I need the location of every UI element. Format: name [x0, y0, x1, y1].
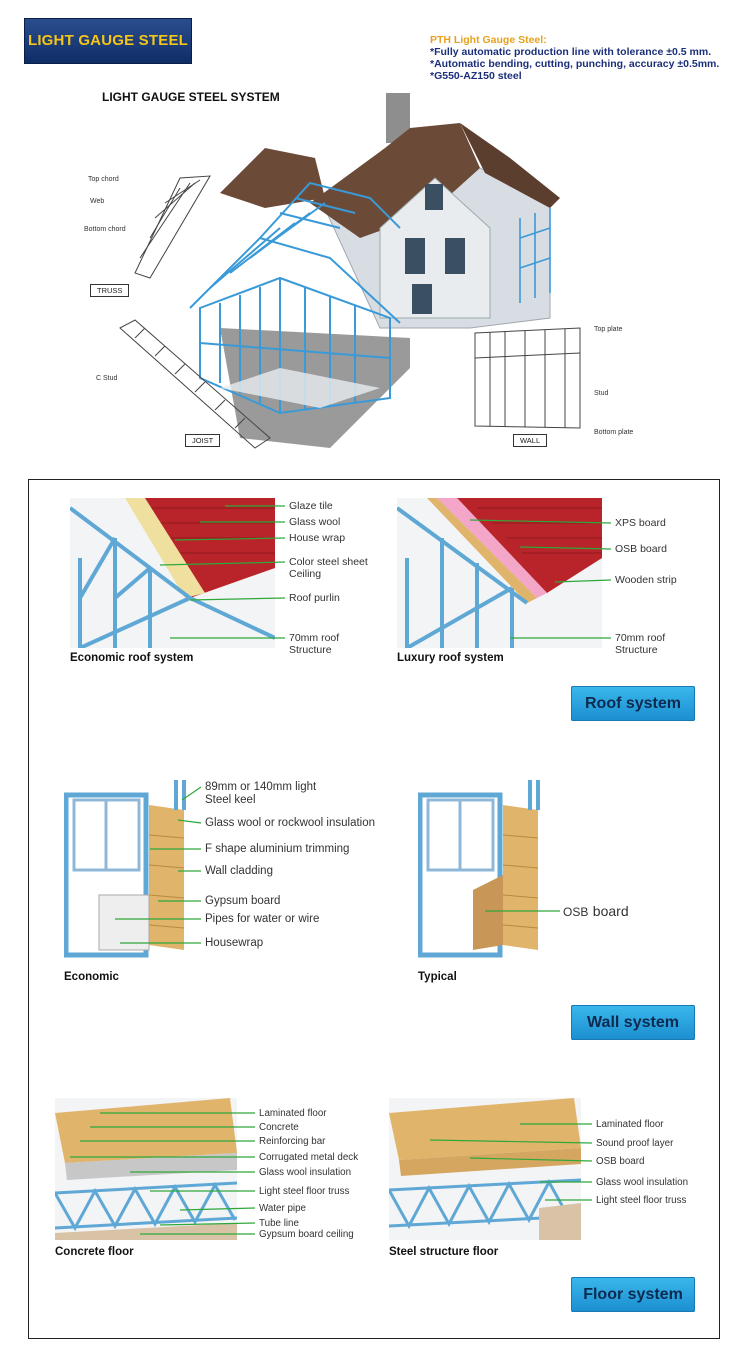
floor-label: Corrugated metal deck [259, 1152, 359, 1163]
roof-label: OSB board [615, 543, 667, 555]
floor-label: Glass wool insulation [259, 1167, 352, 1178]
callout-top-plate: Top plate [594, 326, 623, 333]
window [445, 238, 465, 274]
wall-label: WALL [513, 434, 548, 447]
osb-suffix: board [592, 903, 629, 919]
osb-prefix: OSB [563, 905, 589, 919]
floor-label: OSB board [596, 1156, 645, 1167]
steel-floor-caption: Steel structure floor [389, 1246, 499, 1258]
economic-roof-caption: Economic roof system [70, 652, 194, 664]
wall-sketch [474, 327, 581, 429]
specs-title: PTH Light Gauge Steel: [430, 34, 547, 46]
economic-wall-caption: Economic [64, 971, 119, 983]
floor-label: Glass wool insulation [596, 1177, 689, 1188]
floor-label: Sound proof layer [596, 1138, 674, 1149]
concrete-floor-image [55, 1098, 237, 1240]
roof-label: Structure [289, 644, 332, 656]
steel-frame-right [519, 208, 551, 303]
economic-wall-image [64, 780, 189, 965]
roof-label: Color steel sheet [289, 556, 368, 568]
spec-line: *Fully automatic production line with to… [430, 46, 712, 58]
floor-label: Laminated floor [259, 1108, 327, 1119]
roof-label: Glaze tile [289, 500, 333, 512]
osb-board-label: OSB board [563, 903, 629, 921]
callout-web: Web [90, 198, 105, 205]
roof-label: House wrap [289, 532, 346, 544]
spec-line: *G550-AZ150 steel [430, 70, 522, 82]
wall-label: Steel keel [205, 794, 256, 806]
window [405, 238, 425, 274]
systems-panel [28, 479, 720, 1339]
callout-c-stud: C Stud [96, 375, 118, 382]
floor-label: Light steel floor truss [596, 1195, 687, 1206]
roof-system-button[interactable]: Roof system [571, 686, 695, 721]
wall-label: Pipes for water or wire [205, 913, 320, 925]
floor-label: Gypsum board ceiling [259, 1229, 354, 1240]
wall-label: Gypsum board [205, 895, 281, 907]
system-title: LIGHT GAUGE STEEL SYSTEM [102, 90, 280, 104]
wall-label: Wall cladding [205, 865, 273, 877]
house-illustration [119, 93, 581, 449]
joist-sketch [119, 319, 271, 449]
luxury-roof-image [397, 498, 602, 648]
floor-label: Laminated floor [596, 1119, 664, 1130]
typical-wall-caption: Typical [418, 971, 457, 983]
spec-line: *Automatic bending, cutting, punching, a… [430, 58, 720, 70]
house-diagram: Top chord Web Bottom chord TRUSS C Stud … [80, 88, 640, 458]
roof-label: Roof purlin [289, 592, 340, 604]
wall-label: F shape aluminium trimming [205, 843, 350, 855]
luxury-roof-caption: Luxury roof system [397, 652, 504, 664]
slab [220, 368, 380, 408]
floor-label: Water pipe [259, 1203, 307, 1214]
roof-label: Wooden strip [615, 574, 677, 586]
concrete-floor-caption: Concrete floor [55, 1246, 134, 1258]
roof-label: Structure [615, 644, 658, 656]
wall-label: 89mm or 140mm light [205, 781, 317, 793]
joist-label: JOIST [185, 434, 221, 447]
roof-right [460, 123, 560, 208]
window [412, 284, 432, 314]
truss-sketch [134, 175, 211, 279]
callout-stud: Stud [594, 390, 609, 397]
floor-label: Concrete [259, 1122, 299, 1133]
floor-label: Tube line [259, 1218, 299, 1229]
wall-system-button[interactable]: Wall system [571, 1005, 695, 1040]
roof-left [220, 148, 325, 208]
floor-system-button[interactable]: Floor system [571, 1277, 695, 1312]
window [425, 184, 443, 210]
wall-label: Glass wool or rockwool insulation [205, 817, 376, 829]
callout-bottom-chord: Bottom chord [84, 226, 126, 233]
callout-bottom-plate: Bottom plate [594, 429, 634, 436]
roof-label: Glass wool [289, 516, 341, 528]
economic-roof-image [70, 498, 275, 648]
roof-label: Ceiling [289, 568, 322, 580]
truss-label: TRUSS [90, 284, 130, 297]
roof-main [310, 123, 480, 238]
steel-floor-image [389, 1098, 581, 1240]
floor-label: Reinforcing bar [259, 1136, 326, 1147]
specs-block: PTH Light Gauge Steel: *Fully automatic … [430, 34, 730, 82]
roof-label: 70mm roof [289, 632, 340, 644]
roof-label: XPS board [615, 517, 666, 529]
brand-banner: LIGHT GAUGE STEEL [24, 18, 192, 64]
wall-label: Housewrap [205, 937, 264, 949]
callout-top-chord: Top chord [88, 176, 119, 183]
roof-label: 70mm roof [615, 632, 666, 644]
typical-wall-image [418, 780, 543, 965]
floor-label: Light steel floor truss [259, 1186, 350, 1197]
